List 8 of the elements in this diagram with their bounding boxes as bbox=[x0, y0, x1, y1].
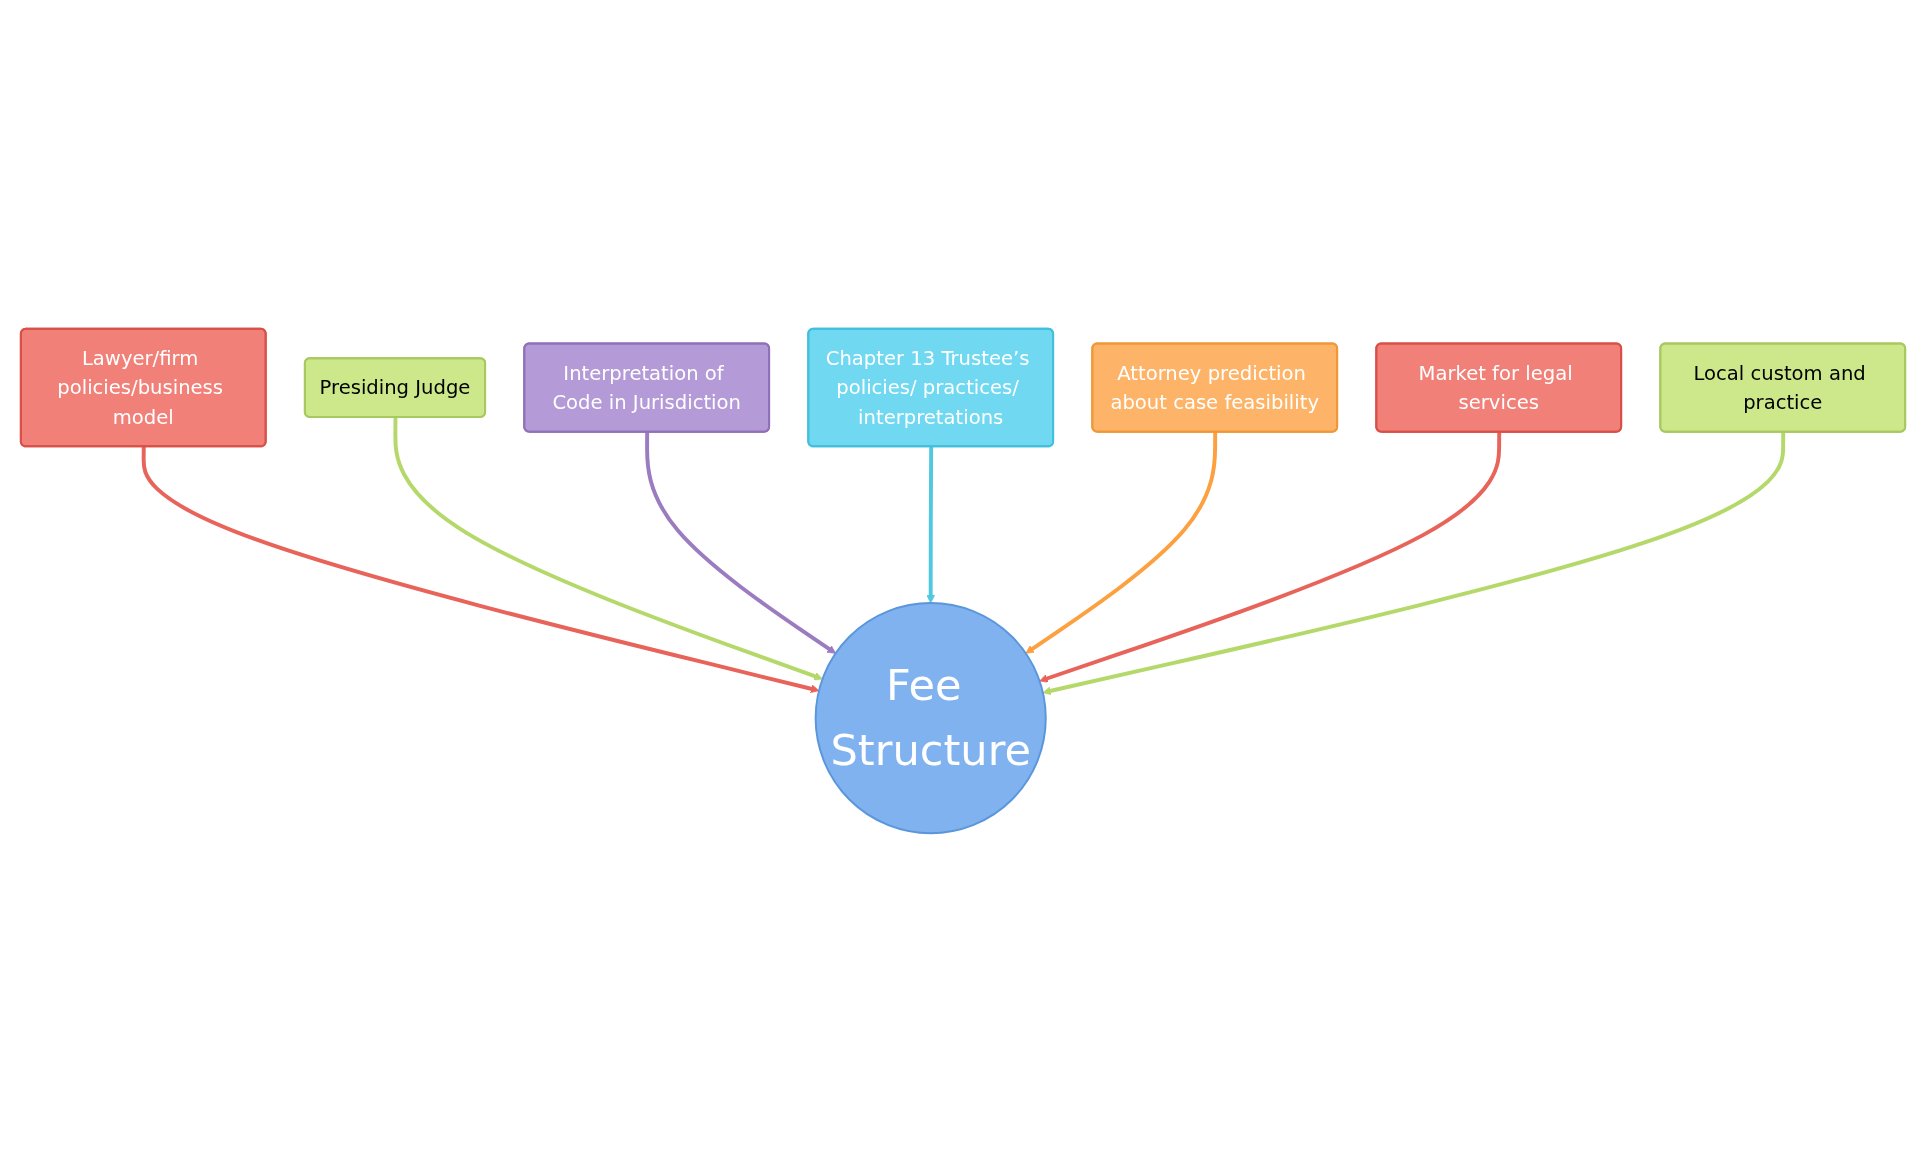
arrow bbox=[141, 446, 819, 693]
arrow bbox=[925, 446, 935, 604]
arrow bbox=[392, 417, 823, 681]
arrow bbox=[644, 432, 836, 654]
arrow bbox=[1024, 432, 1217, 654]
arrow bbox=[1042, 432, 1785, 696]
node-circle: Fee Structure bbox=[814, 602, 1047, 835]
arrow bbox=[1038, 432, 1501, 683]
